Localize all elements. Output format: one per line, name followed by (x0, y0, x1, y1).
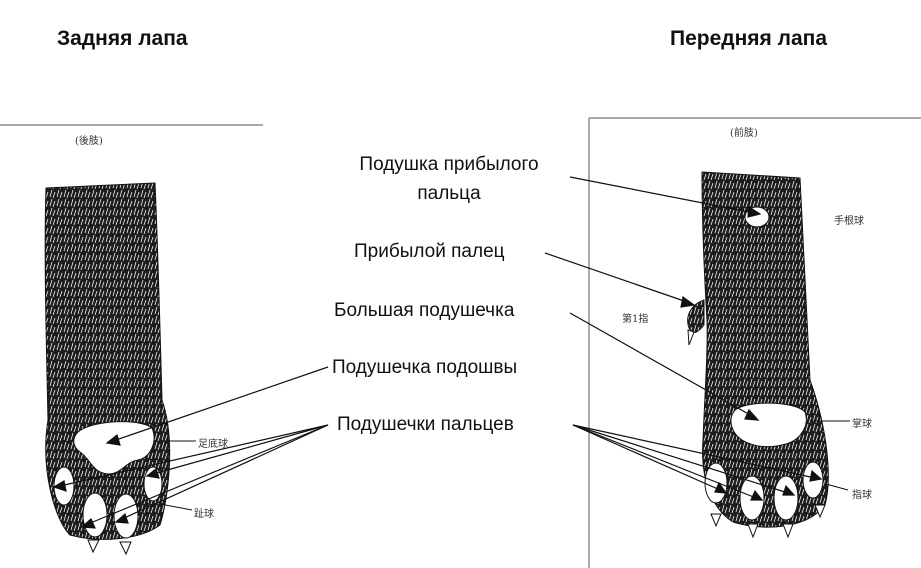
leader-dewclaw-pad (569, 176, 755, 214)
hind-toe-pad (82, 492, 108, 538)
leader-toe-pad-hind (152, 424, 329, 475)
caption-front-palm-pad: 掌球 (852, 419, 872, 430)
arrow-head (750, 489, 764, 501)
arrow-head (782, 484, 796, 496)
arrow-head (114, 512, 129, 524)
arrow-head (105, 433, 121, 446)
hind-claw (119, 541, 132, 556)
leader-dewclaw (544, 252, 688, 303)
label-big-pad: Большая подушечка (334, 300, 515, 321)
hind-sole-pad (73, 421, 155, 475)
front-toe-pad (773, 475, 799, 521)
front-claw (782, 523, 794, 539)
front-claw (710, 513, 722, 528)
leader-toe-pad-front (572, 424, 721, 491)
front-palm-pad (730, 402, 807, 448)
arrow-head (809, 469, 823, 482)
hind-claw (87, 539, 100, 554)
arrow-head (744, 408, 760, 421)
leader-toe-pad-front (572, 424, 816, 479)
arrow-head (714, 481, 728, 494)
front-dewclaw (687, 299, 705, 333)
leader-lines (52, 176, 823, 529)
caption-hind-toe-pads: 趾球 (194, 509, 214, 520)
leader-toe-pad-hind (121, 424, 329, 520)
label-toe-pads: Подушечки пальцев (337, 414, 514, 435)
leader-sole-pad (112, 366, 329, 442)
caption-hind-sole-pad: 足底球 (198, 439, 228, 450)
leader-toe-pad-front (572, 424, 757, 499)
front-toe-pad (704, 462, 728, 504)
label-dewclaw-pad-text: Подушка прибылого пальца (359, 154, 539, 204)
label-dewclaw-pad: Подушка прибылого пальца (334, 150, 564, 208)
front-paw-title: Передняя лапа (670, 27, 828, 50)
front-dewclaw-claw (687, 329, 695, 346)
front-source-leader (825, 483, 849, 491)
hind-paw-title: Задняя лапа (57, 27, 188, 50)
leader-big-pad (569, 312, 753, 417)
leader-toe-pad-hind (87, 424, 329, 525)
front-claw (814, 504, 826, 519)
hind-paw (44, 182, 196, 556)
label-dewclaw: Прибылой палец (354, 241, 505, 262)
caption-hind-header: (後肢) (75, 136, 103, 147)
caption-front-toe-pads: 指球 (852, 490, 872, 501)
caption-front-dewclaw: 第1指 (622, 314, 649, 325)
arrow-head (80, 518, 96, 529)
caption-front-header: (前肢) (730, 128, 758, 139)
arrow-head (747, 205, 762, 218)
hind-source-leader (159, 503, 193, 511)
caption-front-dewclaw-pad: 手根球 (834, 216, 864, 227)
arrow-head (145, 468, 160, 479)
leader-toe-pad-hind (59, 424, 329, 487)
arrow-head (680, 295, 696, 308)
label-sole-pad: Подушечка подошвы (332, 357, 518, 378)
front-paw (687, 171, 850, 539)
arrow-head (52, 480, 67, 492)
leader-toe-pad-front (572, 424, 789, 494)
front-claw (747, 523, 759, 539)
